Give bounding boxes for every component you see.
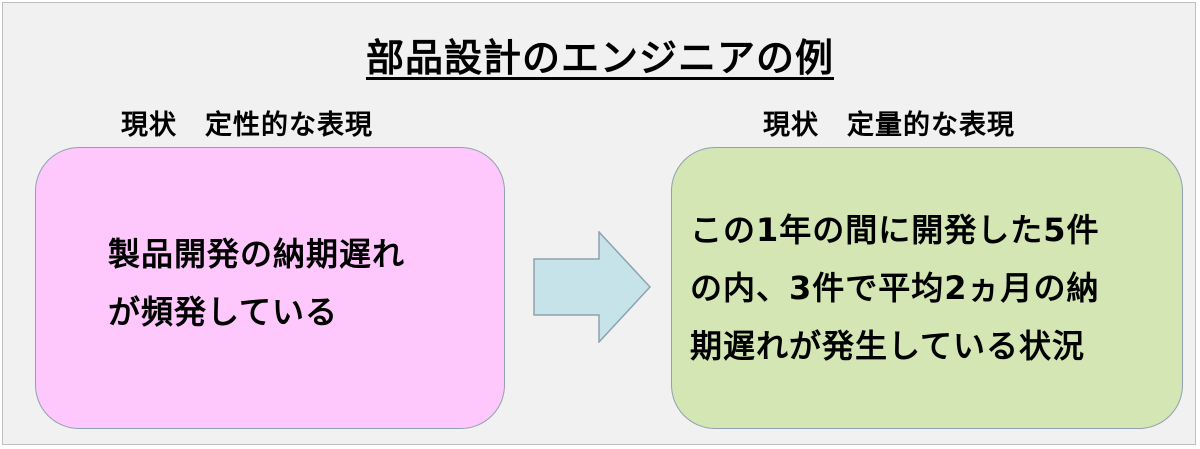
quantitative-line-2: の内、3件で平均2ヵ月の納 [690, 269, 1100, 307]
diagram-title: 部品設計のエンジニアの例 [365, 36, 834, 80]
right-label: 現状 定量的な表現 [763, 110, 1015, 141]
quantitative-line-1: この1年の間に開発した5件 [690, 211, 1100, 249]
qualitative-line-2: が頻発している [108, 293, 339, 331]
quantitative-line-3: 期遅れが発生している状況 [690, 327, 1086, 365]
quantitative-box: この1年の間に開発した5件 の内、3件で平均2ヵ月の納 期遅れが発生している状況 [671, 147, 1183, 429]
qualitative-line-1: 製品開発の納期遅れ [108, 235, 406, 273]
left-label: 現状 定性的な表現 [121, 110, 373, 141]
qualitative-text: 製品開発の納期遅れ が頻発している [36, 225, 478, 341]
right-arrow-icon [533, 231, 651, 343]
quantitative-text: この1年の間に開発した5件 の内、3件で平均2ヵ月の納 期遅れが発生している状況 [672, 201, 1180, 375]
qualitative-box: 製品開発の納期遅れ が頻発している [35, 147, 505, 429]
